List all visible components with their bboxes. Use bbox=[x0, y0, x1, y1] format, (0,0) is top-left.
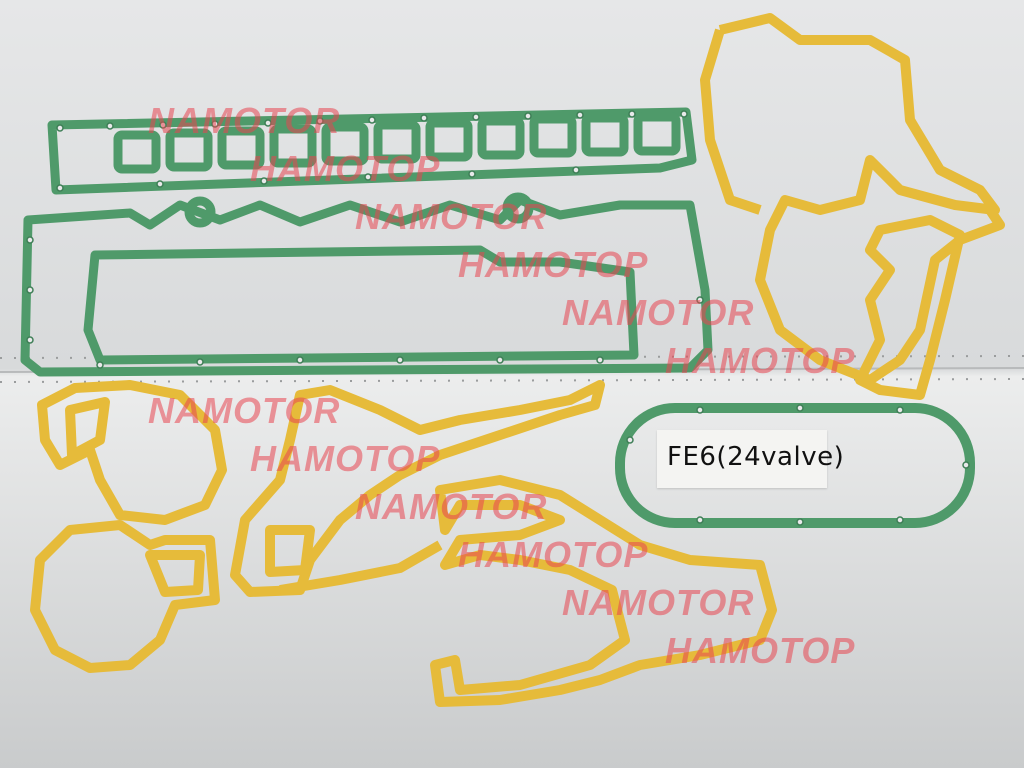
valve-cover-gasket bbox=[20, 192, 713, 377]
timing-cover-gasket-lower bbox=[279, 475, 777, 707]
engine-label-text: FE6(24valve) bbox=[667, 442, 845, 472]
engine-label-card: FE6(24valve) bbox=[657, 430, 844, 488]
water-pump-gasket-lower bbox=[30, 520, 220, 673]
bolt-holes bbox=[26, 110, 970, 526]
water-pump-gasket-upper bbox=[37, 380, 227, 525]
timing-cover-gasket-centre bbox=[230, 380, 605, 597]
oval-cover-gasket bbox=[615, 403, 975, 528]
timing-case-gasket-upper bbox=[700, 13, 1005, 400]
